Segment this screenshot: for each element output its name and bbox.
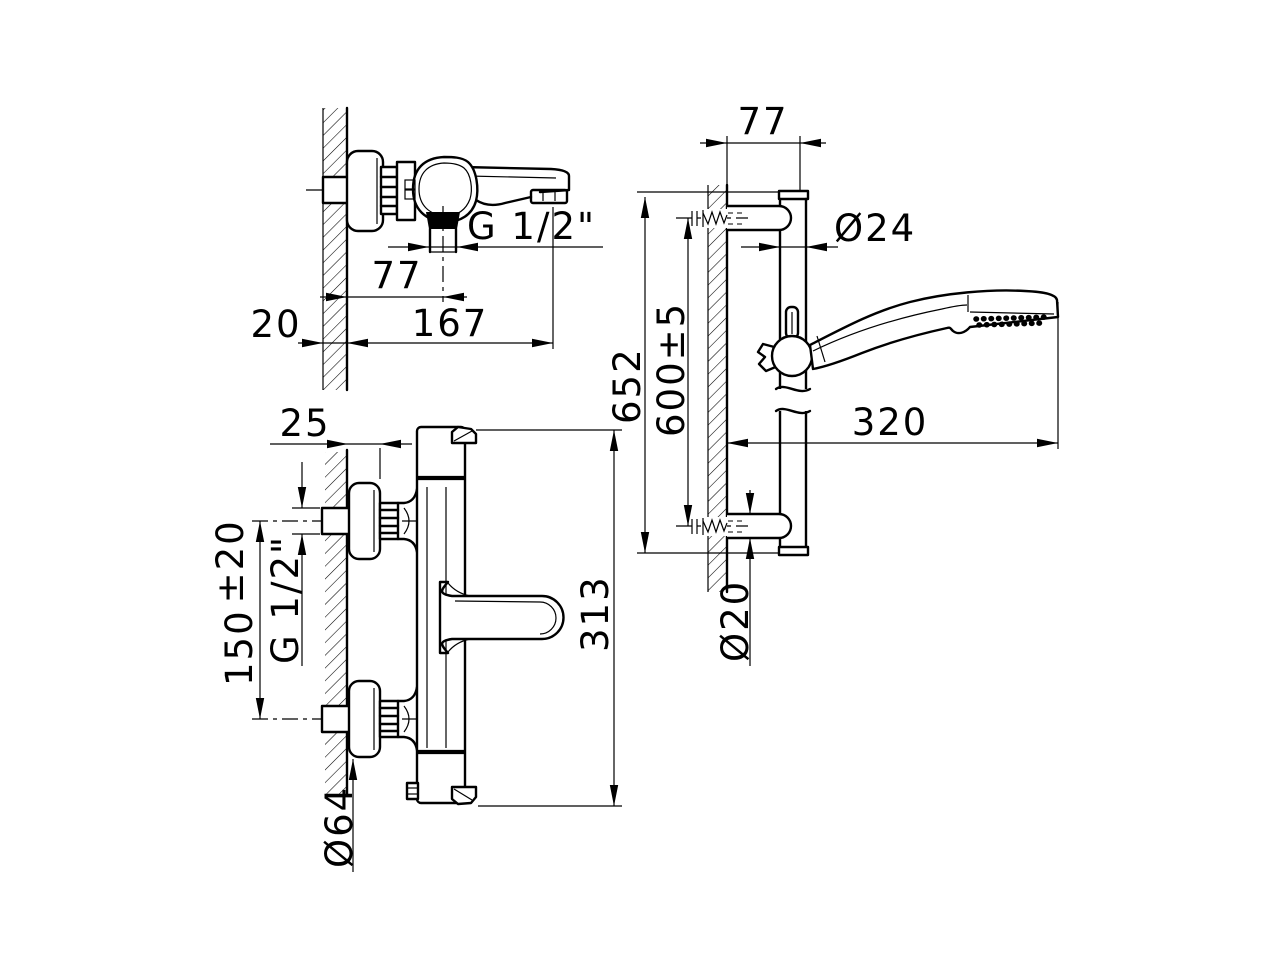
dimension-wall-to-outlet: 77 xyxy=(320,254,467,302)
lower-escutcheon xyxy=(347,679,382,759)
dim-label-600: 600±5 xyxy=(650,302,693,437)
handle-knob xyxy=(404,155,479,224)
dimension-fixing-centres: 600±5 xyxy=(650,218,693,526)
lower-handle-tab xyxy=(450,785,478,806)
bath-spout-profile xyxy=(438,580,565,655)
dimension-wall-to-rail: 77 xyxy=(700,100,826,191)
dim-label-24: Ø24 xyxy=(834,207,916,250)
wall-section xyxy=(322,106,349,392)
dim-label-20: 20 xyxy=(250,303,301,346)
holder-cone xyxy=(770,334,814,378)
dimension-inlet-spacing: 150±20 xyxy=(209,519,265,719)
dim-label-thread: G 1/2" xyxy=(467,205,596,248)
upper-escutcheon xyxy=(347,481,382,561)
spout xyxy=(461,165,571,207)
dim-label-64: Ø64 xyxy=(318,786,361,868)
upper-handle-tab xyxy=(450,425,478,445)
dimension-depth-25: 25 xyxy=(270,402,412,479)
dimension-escutcheon-dia: Ø64 xyxy=(318,759,361,872)
view-slide-rail: 77 Ø24 652 600±5 320 xyxy=(606,100,1060,666)
handle-clip xyxy=(405,781,420,801)
dim-label-20-bracket: Ø20 xyxy=(714,580,757,662)
union-nut xyxy=(321,175,350,205)
dim-label-313: 313 xyxy=(574,575,617,652)
upper-union-nut xyxy=(320,506,352,536)
bottom-wall-screw xyxy=(691,517,744,536)
dim-label-150: 150±20 xyxy=(209,519,261,686)
rail-top-cap xyxy=(777,189,810,201)
dim-label-77: 77 xyxy=(371,254,422,297)
dimension-bracket-diameter: Ø20 xyxy=(714,490,757,666)
dimension-inlet-thread: G 1/2" xyxy=(264,462,320,666)
top-bracket xyxy=(727,204,793,232)
dim-label-77-rail: 77 xyxy=(737,100,788,143)
connector-rings xyxy=(379,165,399,216)
dimension-handshower-length: 320 xyxy=(727,302,1059,449)
slider-holder xyxy=(756,305,814,378)
view-bath-mixer-side: G 1/2" 77 20 167 xyxy=(250,106,603,392)
wall-section xyxy=(325,448,349,797)
dimension-spout-reach: 20 167 xyxy=(250,207,554,349)
dim-label-25: 25 xyxy=(279,402,330,445)
dim-label-167: 167 xyxy=(412,302,489,345)
dimension-outlet-thread: G 1/2" xyxy=(388,205,603,252)
lower-union-nut xyxy=(320,704,352,734)
lower-connector xyxy=(378,685,419,752)
spray-nozzles-row-2 xyxy=(976,320,1048,328)
hand-shower xyxy=(808,289,1060,371)
dimension-rail-diameter: Ø24 xyxy=(741,207,916,252)
escutcheon xyxy=(345,149,385,233)
upper-connector xyxy=(378,487,419,554)
top-wall-screw xyxy=(691,209,744,228)
dimension-rail-total: 652 xyxy=(606,191,779,554)
dim-label-320: 320 xyxy=(852,401,929,444)
dim-label-thread-b: G 1/2" xyxy=(264,535,307,664)
rail-bottom-cap xyxy=(777,545,810,557)
handle-button xyxy=(404,179,416,190)
rail-break-symbol xyxy=(774,385,812,415)
spray-nozzles-row-1 xyxy=(973,314,1053,322)
bottom-bracket xyxy=(727,512,793,540)
view-thermostat-profile: 25 G 1/2" 150±20 313 Ø64 xyxy=(209,402,622,872)
dim-label-652: 652 xyxy=(606,347,649,424)
dimension-body-height: 313 xyxy=(476,429,622,807)
